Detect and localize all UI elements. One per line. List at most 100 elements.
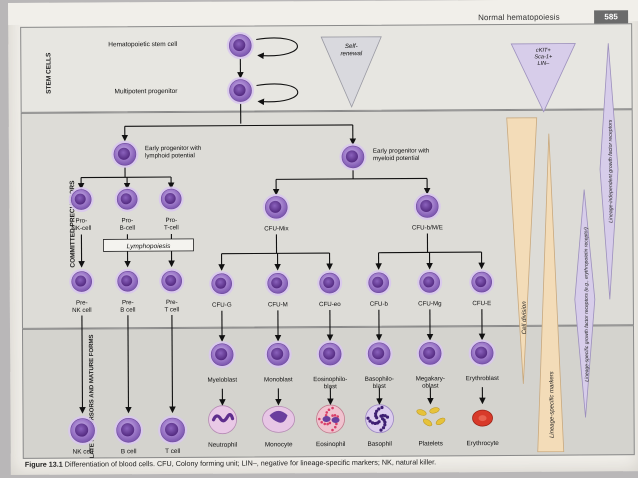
platelet: [429, 407, 440, 414]
mature-cell-label: Basophil: [367, 441, 392, 448]
blast-label: Myeloblast: [207, 377, 237, 384]
pro-lymphoid-label: Pro-: [121, 217, 133, 224]
erythrocyte-center: [478, 415, 487, 422]
blast-label: Erythroblast: [466, 375, 499, 382]
eosinophil-nucleus: [322, 416, 331, 423]
mature-cell-label: B cell: [121, 448, 137, 455]
basophil-granule: [385, 415, 390, 419]
eosinophil-granule: [320, 420, 324, 424]
blast-label: blast: [324, 383, 337, 390]
cfu-mix-cell-nucleus: [269, 200, 282, 213]
mature-lymphoid-cell-nucleus: [121, 423, 135, 437]
eosinophil-granule: [331, 406, 334, 410]
multipotent-progenitor-cell-nucleus: [233, 84, 246, 97]
early-myeloid-label: Early progenitor with: [373, 147, 430, 154]
mature-cell-label: NK cell: [73, 448, 93, 455]
basophil-granule: [377, 407, 381, 411]
independent-growth-factor-label: Lineage-independent growth factor recept…: [608, 119, 615, 223]
stem-marker-triangle: [510, 43, 576, 113]
eosinophil-granule: [328, 421, 332, 425]
blast-label: Basophilo-: [365, 376, 394, 383]
mature-lymphoid-cell-nucleus: [165, 422, 179, 437]
pre-to-mature-arrow: [169, 315, 176, 414]
blast-cell-nucleus: [323, 347, 336, 360]
basophil-granule: [380, 405, 384, 410]
lineage-markers-triangle: [537, 133, 565, 453]
blast-cell-nucleus: [215, 348, 228, 361]
monocyte-nucleus: [269, 410, 288, 423]
textbook-page: Normal hematopoiesis 585 STEM CELLS COMM…: [8, 0, 638, 475]
mature-cell-label: T cell: [165, 448, 180, 455]
self-renewal-label: Self-: [345, 43, 358, 50]
eosinophil-granule: [318, 417, 321, 421]
pre-lymphoid-label: Pre-: [76, 300, 88, 307]
pro-lymphoid-cell-nucleus: [74, 193, 86, 205]
blast-label: Monoblast: [264, 376, 293, 383]
cfu-label: CFU-b: [370, 301, 389, 308]
cfu-cell-nucleus: [323, 277, 335, 289]
pre-lymphoid-label: Pre-: [166, 299, 178, 306]
blast-label: oblast: [422, 383, 439, 390]
pre-lymphoid-label: NK cell: [72, 307, 92, 314]
cfu-label: CFU-E: [472, 300, 491, 307]
blast-label: Eosinophilo-: [313, 376, 347, 383]
stem-markers-label: LIN–: [537, 61, 550, 67]
eosinophil-granule: [323, 422, 327, 426]
stem-markers-label: cKIT+: [536, 48, 552, 54]
platelet: [435, 417, 446, 425]
pre-to-mature-arrow: [79, 315, 86, 414]
blast-cell-nucleus: [475, 346, 488, 359]
cfu-label: CFU-Mg: [418, 300, 442, 307]
mature-cell-label: Erythrocyte: [467, 440, 500, 447]
basophil-granule: [379, 428, 383, 432]
blast-cell-nucleus: [423, 346, 436, 359]
cfu-cell-nucleus: [423, 276, 435, 288]
eosinophil-nucleus: [331, 417, 340, 424]
blast-cell-nucleus: [372, 347, 385, 360]
self-renewal-loop: [256, 83, 299, 106]
basophil-granule: [383, 420, 387, 424]
basophil-granule: [383, 423, 387, 427]
hematopoietic-stem-cell-nucleus: [233, 39, 246, 52]
early-lymphoid-progenitor-cell-nucleus: [117, 147, 130, 160]
basophil-granule: [368, 419, 372, 423]
mature-lymphoid-cell-nucleus: [75, 423, 89, 437]
self-renewal-triangle: [320, 36, 382, 108]
figure-number: Figure 13.1: [24, 459, 63, 469]
stem-markers-label: Sca-1+: [534, 54, 553, 60]
cfu-label: CFU-eo: [319, 301, 341, 308]
pre-lymphoid-cell-nucleus: [165, 275, 177, 287]
eosinophil-granule: [331, 428, 334, 432]
early-lymphoid-label: Early progenitor with: [145, 145, 202, 152]
basophil-granule: [383, 414, 387, 418]
eosinophil-granule: [333, 425, 337, 429]
blast-label: blast: [373, 383, 386, 390]
pre-lymphoid-cell-nucleus: [121, 275, 133, 287]
eosinophil-granule: [333, 414, 337, 417]
pro-lymphoid-label: T-cell: [164, 224, 179, 231]
cfu-cell-nucleus: [215, 277, 227, 289]
basophil-granule: [373, 421, 377, 426]
cfu-mix-split-line: [221, 252, 330, 255]
eosinophil-granule: [335, 422, 338, 426]
hsc-label: Hematopoietic stem cell: [108, 41, 178, 48]
pro-lymphoid-cell-nucleus: [120, 193, 132, 205]
eosinophil-granule: [326, 422, 329, 426]
basophil-granule: [366, 416, 370, 420]
eosinophil-granule: [331, 414, 334, 417]
pro-lymphoid-label: Pro-: [165, 217, 177, 224]
cell-division-triangle: [506, 117, 538, 384]
self-renewal-label: renewal: [340, 50, 362, 57]
pre-lymphoid-label: T cell: [165, 306, 180, 313]
cfu-cell-nucleus: [372, 276, 384, 288]
pro-lymphoid-label: NK-cell: [71, 225, 91, 232]
eosinophil-granule: [336, 415, 340, 418]
lymphopoiesis-box: [103, 238, 194, 252]
pre-lymphoid-label: B cell: [120, 307, 135, 314]
mature-cell-label: Eosinophil: [316, 441, 346, 448]
basophil-cell: [365, 404, 394, 434]
pre-lymphoid-label: Pre-: [122, 299, 134, 306]
pro-lymphoid-label: Pro-: [75, 218, 87, 225]
cfu-label: CFU-M: [268, 301, 288, 308]
